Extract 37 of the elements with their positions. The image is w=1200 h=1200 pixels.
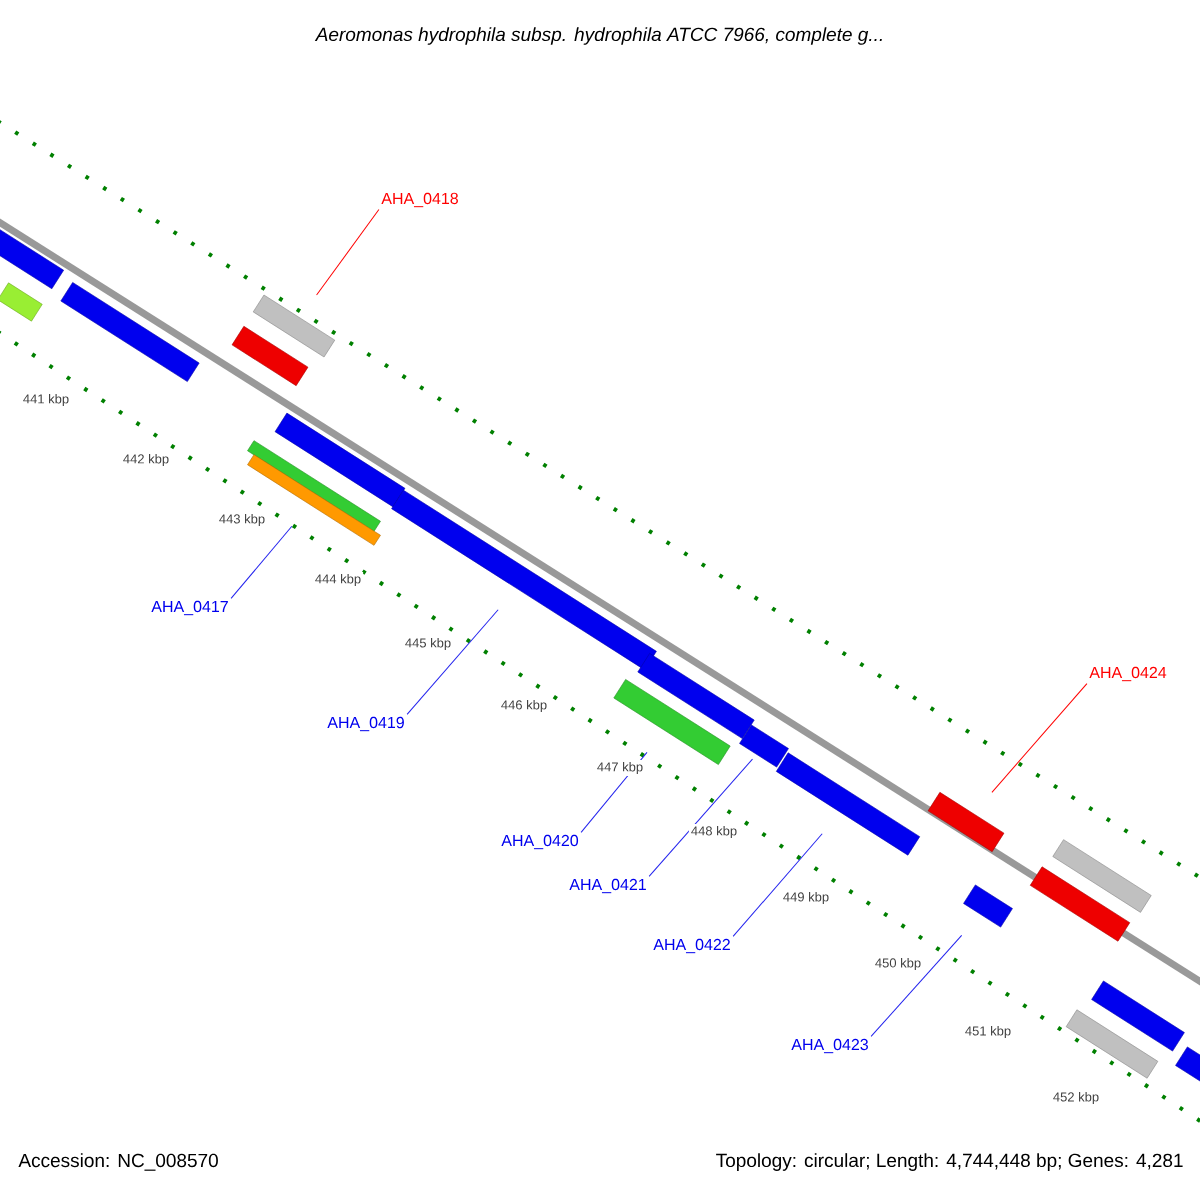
gene-bar: [927, 792, 1005, 852]
gene-bar: [637, 653, 755, 739]
gene-bar: [0, 226, 64, 290]
gene-bar: [231, 326, 309, 386]
gene-label: AHA_0418: [381, 192, 458, 208]
gene-label: AHA_0417: [151, 600, 228, 616]
gene-label: AHA_0421: [569, 878, 646, 894]
leader-line: [991, 683, 1088, 793]
gene-bar: [776, 752, 920, 856]
gene-bar: [274, 412, 406, 508]
gene-label: AHA_0420: [501, 834, 579, 850]
gene-bar: [60, 282, 200, 382]
gene-label: AHA_0423: [791, 1038, 868, 1054]
gene-bar: [1065, 1009, 1159, 1079]
gene-label: AHA_0424: [1089, 666, 1167, 682]
gene-bar: [739, 724, 789, 768]
gene-label: AHA_0422: [653, 938, 730, 954]
title: Aeromonas hydrophila subsp. hydrophila ATCC 7966, complete g...: [314, 27, 882, 45]
leader-line: [230, 525, 293, 599]
gene-bar: [963, 884, 1013, 928]
gene-bar: [1052, 839, 1152, 913]
leader-line: [316, 209, 380, 296]
gene-bar: [0, 282, 43, 322]
summary-text: Topology: circular; Length: 4,744,448 bp; Genes: 4,281: [716, 1153, 1183, 1171]
leader-line: [406, 609, 499, 715]
gene-bar: [1091, 980, 1185, 1052]
gene-bar: [247, 440, 381, 532]
gene-label: AHA_0419: [327, 716, 404, 732]
leader-line: [732, 833, 823, 937]
leader-line: [648, 758, 753, 877]
gene-bar: [247, 454, 381, 546]
gene-bar: [391, 489, 657, 671]
gene-bar: [613, 679, 731, 765]
gene-bar: [1029, 866, 1131, 942]
accession-text: Accession: NC_008570: [18, 1153, 218, 1171]
leader-line: [870, 934, 963, 1037]
gene-bar: [252, 294, 336, 358]
